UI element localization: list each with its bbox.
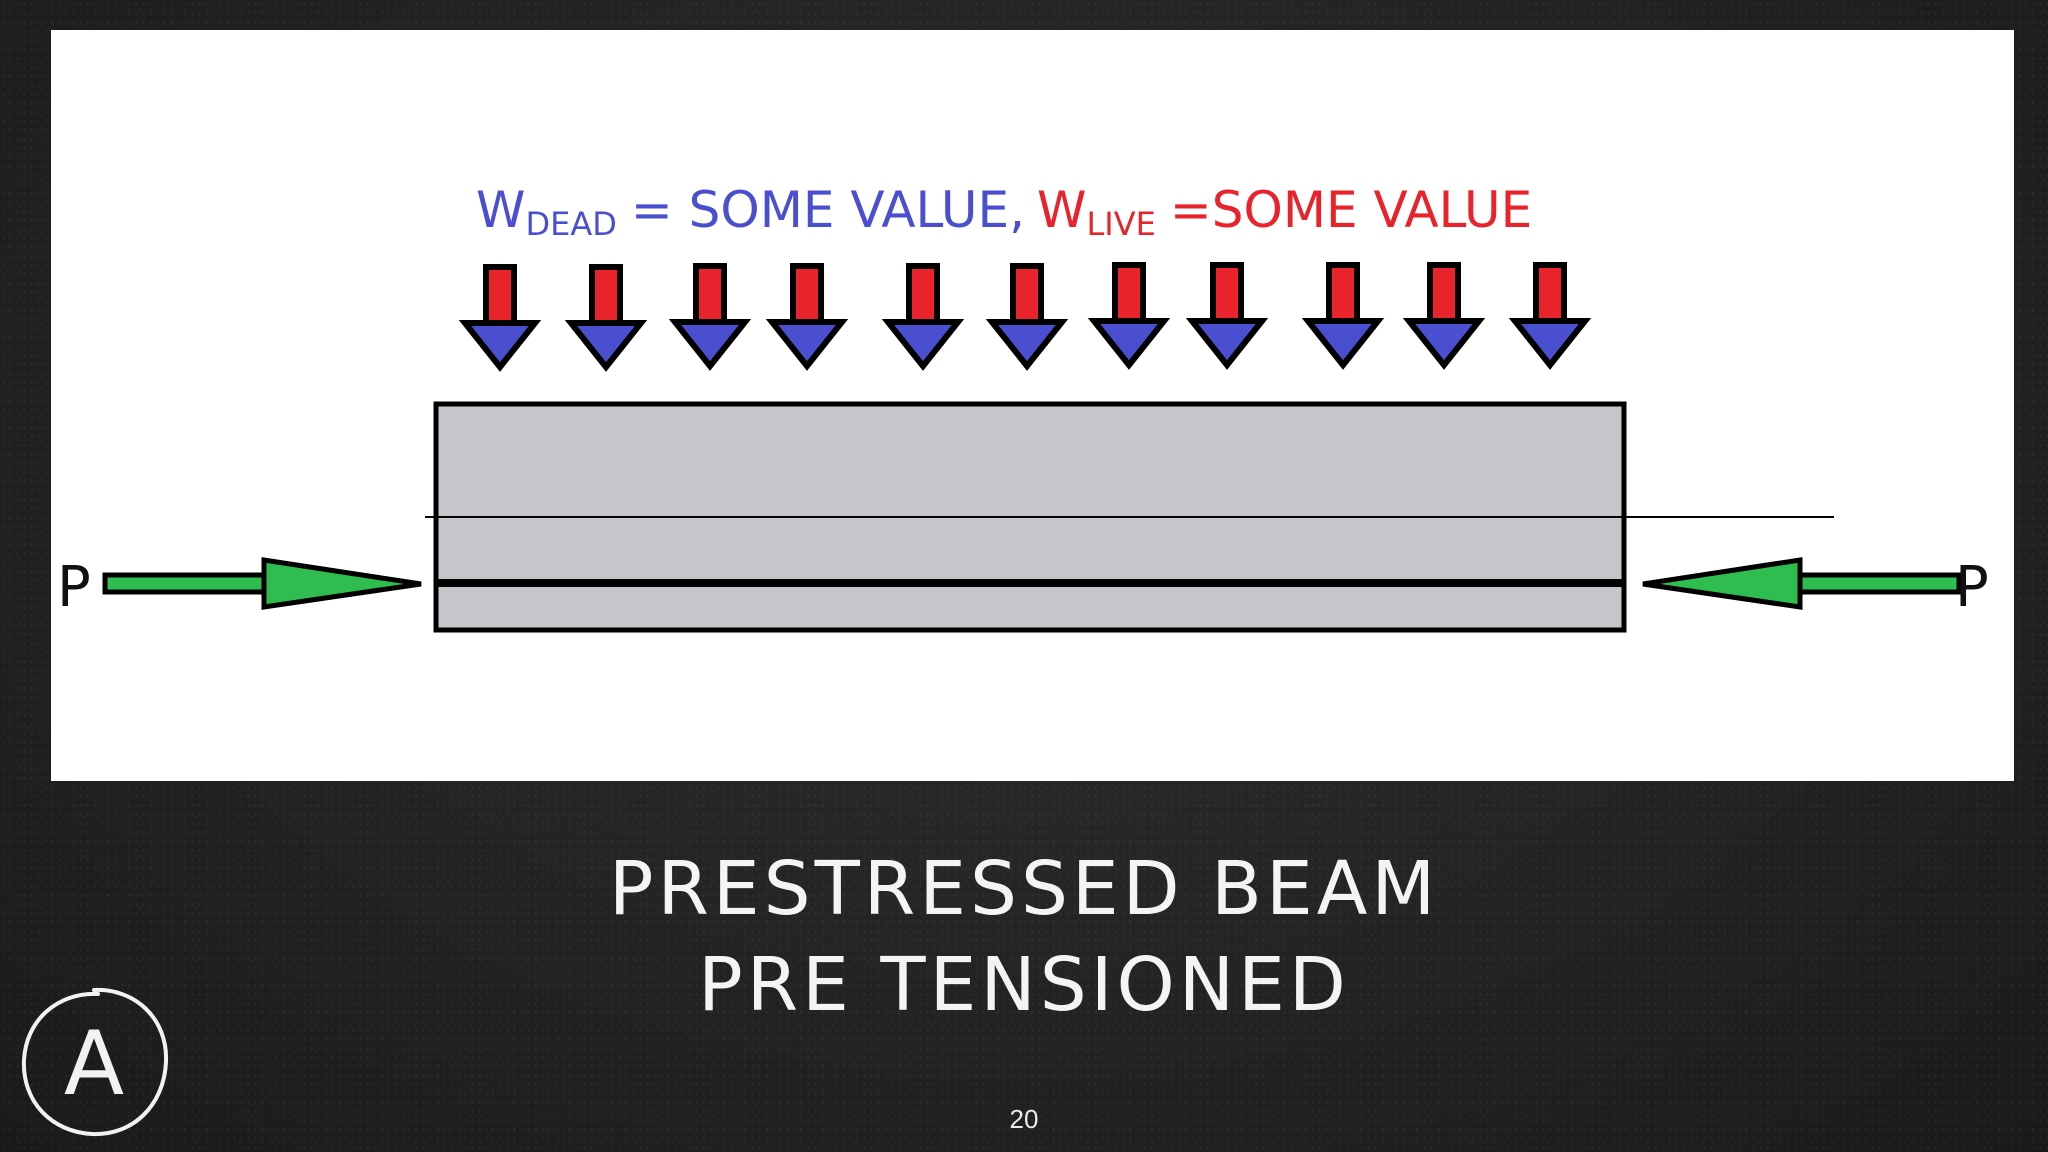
load-label: WDEAD= SOME VALUE,WLIVE=SOME VALUE — [476, 181, 1532, 243]
brand-logo-icon: A — [21, 987, 169, 1137]
diagram-panel: WDEAD= SOME VALUE,WLIVE=SOME VALUE P P — [51, 30, 2014, 781]
logo-letter: A — [64, 1012, 124, 1115]
load-arrow — [765, 263, 849, 371]
right-prestress-label: P — [1955, 555, 1989, 620]
right-prestress-arrow — [1642, 557, 1962, 610]
slide-title-line-2: PRE TENSIONED — [698, 942, 1350, 1028]
w-dead-subscript: DEAD — [525, 205, 616, 243]
prestressed-beam-diagram: WDEAD= SOME VALUE,WLIVE=SOME VALUE P P — [57, 181, 1989, 633]
w-dead-symbol: W — [476, 181, 525, 239]
load-arrow — [1301, 262, 1385, 370]
w-live-value: =SOME VALUE — [1170, 181, 1532, 239]
load-arrow — [564, 264, 648, 372]
load-arrow — [1402, 262, 1486, 370]
load-arrow — [1508, 262, 1592, 370]
distributed-load-arrows — [458, 262, 1592, 372]
w-live-symbol: W — [1037, 181, 1086, 239]
slide-title-line-1: PRESTRESSED BEAM — [608, 846, 1440, 932]
load-arrow — [458, 264, 542, 372]
w-live-subscript: LIVE — [1086, 205, 1155, 243]
w-dead-value: = SOME VALUE, — [631, 181, 1025, 239]
load-arrow — [1185, 262, 1269, 370]
left-prestress-label: P — [57, 555, 91, 620]
load-arrow — [985, 263, 1069, 371]
left-prestress-arrow — [102, 557, 422, 610]
load-arrow — [881, 263, 965, 371]
load-arrow — [1087, 262, 1171, 370]
page-number: 20 — [1009, 1104, 1039, 1134]
load-arrow — [668, 263, 752, 371]
